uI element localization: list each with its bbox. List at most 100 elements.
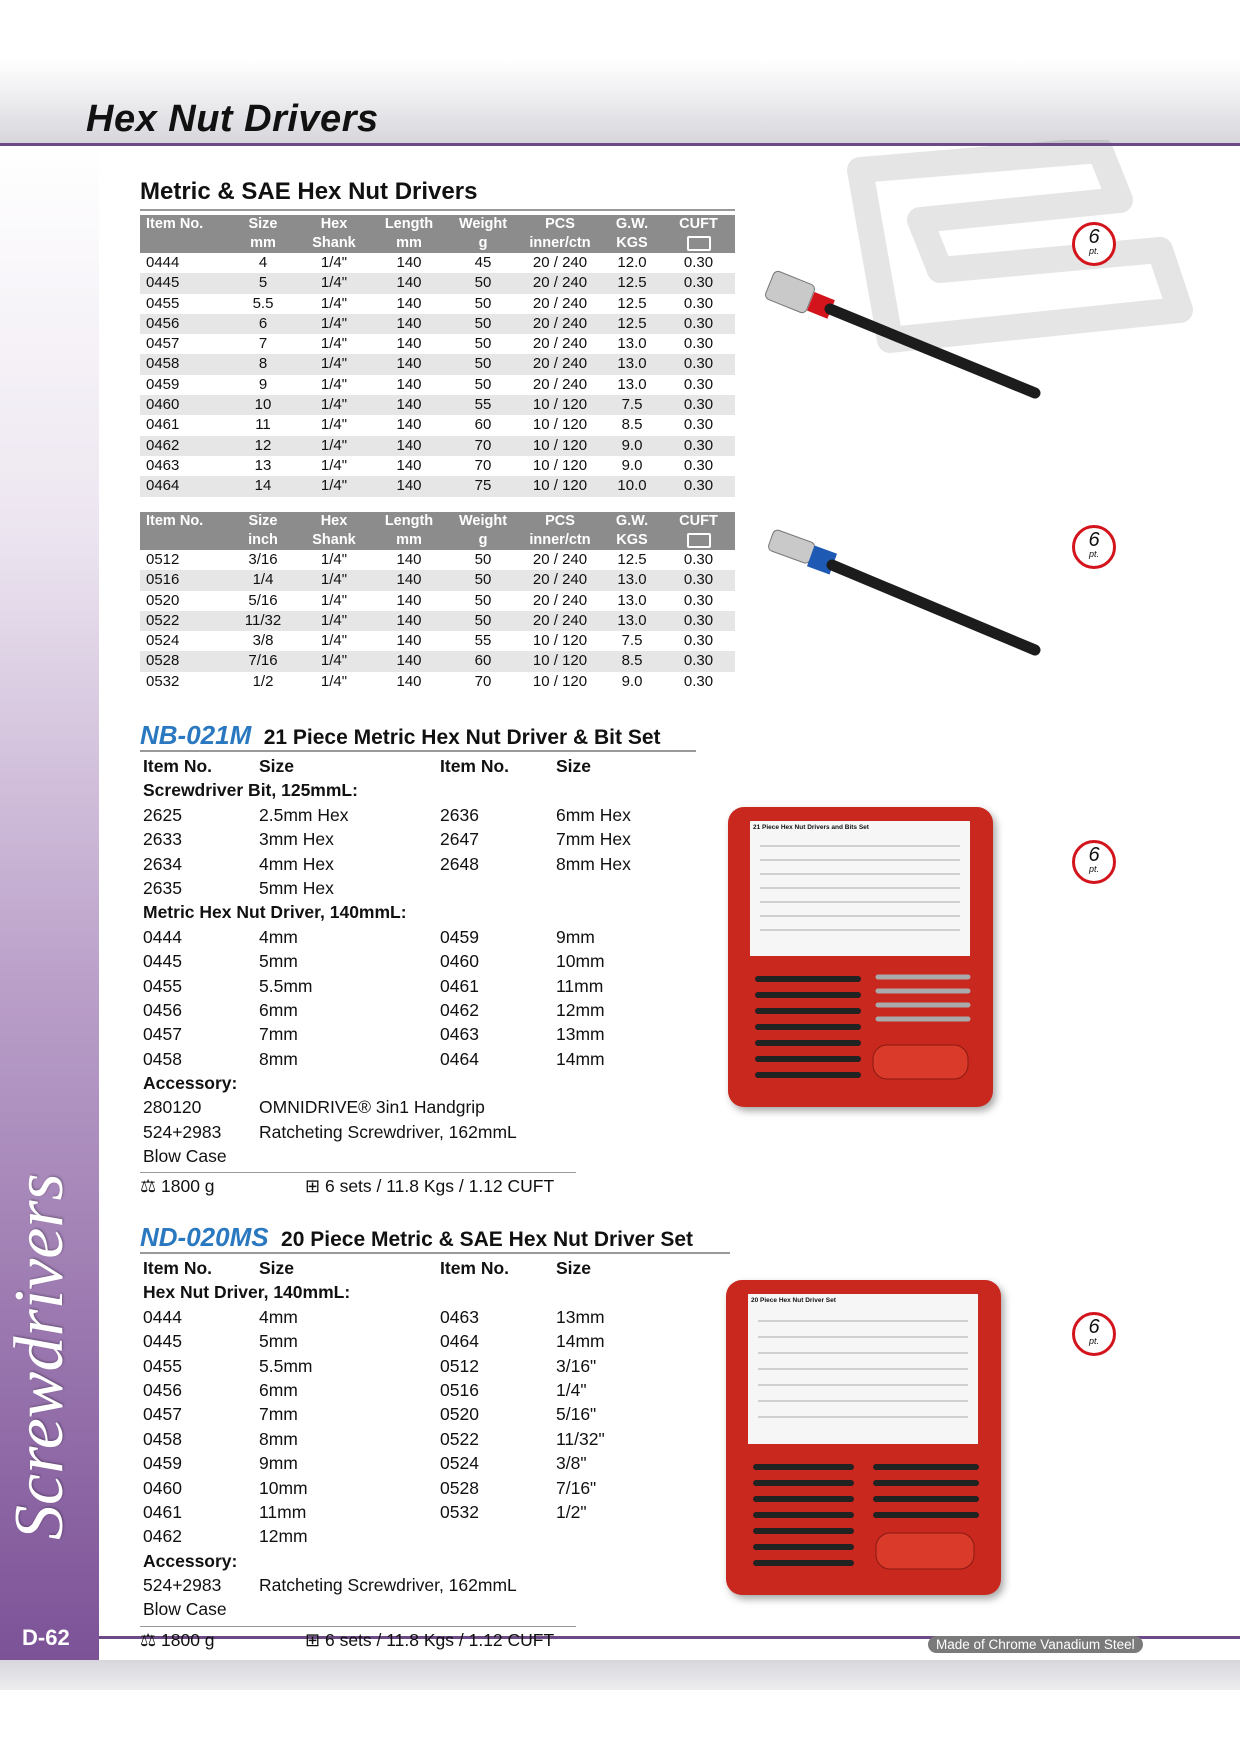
item-no: 0460 — [143, 1477, 182, 1498]
table-header-cell: Hex — [298, 215, 370, 234]
table-header-cell: KGS — [602, 531, 662, 550]
table-cell: 5/16 — [248, 591, 278, 609]
set-line: Blow Case — [143, 1597, 703, 1621]
item-no: 0461 — [440, 975, 479, 996]
item-no: 0456 — [143, 1379, 182, 1400]
set1-packing: ⊞ 6 sets / 11.8 Kgs / 1.12 CUFT — [305, 1176, 554, 1197]
table-cell: 1/4" — [320, 335, 348, 353]
item-size: 7mm — [259, 1024, 298, 1045]
table-cell: 1/4" — [298, 313, 370, 335]
table-cell: 50 — [474, 294, 492, 312]
item-size: 10mm — [556, 951, 605, 972]
case-card-lines — [760, 845, 960, 931]
item-size: 1/2" — [556, 1501, 587, 1522]
table-header-cell: inner/ctn — [518, 234, 602, 253]
item-size: OMNIDRIVE® 3in1 Handgrip — [259, 1097, 485, 1118]
table-cell: 0.30 — [683, 335, 714, 353]
table-cell: 0528 — [140, 651, 228, 672]
table-cell: 140 — [370, 610, 448, 632]
item-no: 2636 — [440, 804, 479, 825]
item-no: 2648 — [440, 853, 479, 874]
set2-packing-text: 6 sets / 11.8 Kgs / 1.12 CUFT — [324, 1630, 555, 1650]
set-line: Accessory: — [143, 1071, 703, 1095]
table-cell: 0.30 — [662, 610, 735, 632]
set2-footer: ⚖ 1800 g — [140, 1630, 215, 1651]
item-size: Ratcheting Screwdriver, 162mmL — [259, 1575, 517, 1596]
case-lid-card: 21 Piece Hex Nut Drivers and Bits Set — [750, 821, 970, 956]
item-no: 0462 — [143, 1526, 182, 1547]
item-size: 5/16" — [556, 1404, 597, 1425]
item-no: 0455 — [143, 1355, 182, 1376]
item-no: Blow Case — [143, 1599, 227, 1620]
table-cell: 13.0 — [602, 354, 662, 375]
table-cell: 0.30 — [683, 254, 714, 271]
set1-name: 21 Piece Metric Hex Nut Driver & Bit Set — [263, 726, 661, 749]
case-lid-card: 20 Piece Hex Nut Driver Set — [748, 1294, 978, 1444]
table-cell: 55 — [448, 395, 518, 416]
table-header-cell: PCS — [518, 215, 602, 234]
item-no: 0524 — [440, 1453, 479, 1474]
table-header-cell: Length — [370, 512, 448, 531]
table-cell: 13.0 — [602, 570, 662, 591]
item-size: 7/16" — [556, 1477, 597, 1498]
set2-packing: ⊞ 6 sets / 11.8 Kgs / 1.12 CUFT — [305, 1630, 554, 1651]
table-header-cell: inch — [228, 531, 298, 550]
carton-icon: ⊞ — [305, 1176, 321, 1196]
table-cell: 0.30 — [683, 375, 714, 393]
item-no: Item No. — [440, 1258, 510, 1278]
footer-band — [0, 1660, 1240, 1690]
table-cell: 0.30 — [662, 651, 735, 672]
table-cell: 50 — [474, 375, 492, 393]
table-cell: 1/4" — [320, 254, 348, 271]
item-size: Ratcheting Screwdriver, 162mmL — [259, 1121, 517, 1142]
table-cell: 0459 — [146, 375, 180, 393]
item-no: Item No. — [143, 756, 213, 776]
table-cell: 0462 — [140, 435, 228, 456]
scale-icon: ⚖ — [140, 1630, 157, 1650]
table-cell: 140 — [396, 416, 422, 434]
table-cell: 1/4 — [228, 570, 298, 591]
table-cell: 1/4" — [298, 651, 370, 672]
set1-packing-text: 6 sets / 11.8 Kgs / 1.12 CUFT — [324, 1176, 555, 1196]
table-cell: 0.30 — [662, 354, 735, 375]
table-cell: 0532 — [146, 672, 180, 690]
table-cell: 140 — [370, 395, 448, 416]
item-no: 0464 — [440, 1048, 479, 1069]
table-cell: 5.5 — [252, 294, 274, 312]
table-cell: 1/4" — [298, 354, 370, 375]
table-cell: 0.30 — [683, 672, 714, 690]
set2-model: ND-020MS — [140, 1222, 269, 1252]
item-size: 2.5mm Hex — [259, 804, 349, 825]
set1-rule — [140, 750, 696, 752]
item-size: 4mm Hex — [259, 853, 334, 874]
table-header-cell: Shank — [298, 234, 370, 253]
item-size: 6mm — [259, 1379, 298, 1400]
item-no: 2647 — [440, 829, 479, 850]
header-band — [0, 60, 1240, 146]
table-cell: 0.30 — [662, 273, 735, 294]
table-cell: 0.30 — [662, 395, 735, 416]
page-number: D-62 — [22, 1625, 70, 1650]
item-no: 0522 — [440, 1428, 479, 1449]
table-cell: 140 — [396, 254, 422, 271]
badge-unit: pt. — [1088, 864, 1099, 874]
table-cell: 0.30 — [683, 632, 714, 650]
table-cell: 0444 — [146, 254, 180, 271]
